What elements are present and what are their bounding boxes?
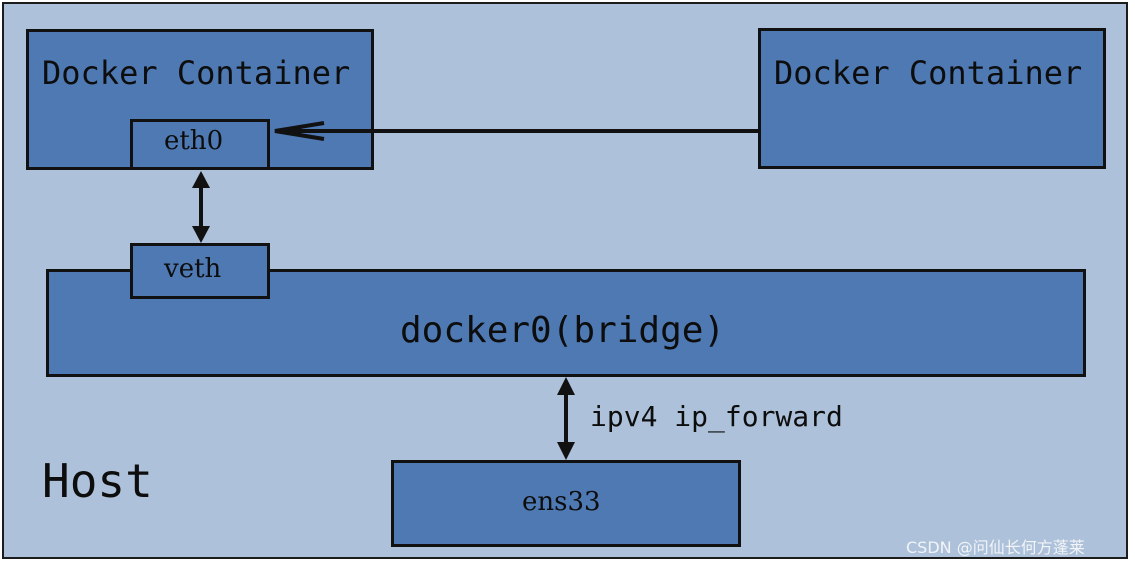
eth0-veth-arrow <box>192 171 210 243</box>
ens33-interface <box>391 460 741 547</box>
host-label: Host <box>42 454 153 508</box>
ip-forward-label: ipv4 ip_forward <box>590 400 843 433</box>
container-link-arrow <box>274 121 758 141</box>
ens33-label: ens33 <box>522 487 601 517</box>
bridge-ens33-arrow <box>557 377 575 460</box>
container-right-title: Docker Container <box>774 54 1083 92</box>
container-left-title: Docker Container <box>42 54 351 92</box>
watermark: CSDN @问仙长何方蓬莱 <box>906 538 1085 557</box>
eth0-interface <box>130 119 270 170</box>
docker-container-right <box>758 28 1106 169</box>
eth0-label: eth0 <box>164 126 224 156</box>
veth-label: veth <box>164 254 222 284</box>
bridge-label: docker0(bridge) <box>400 310 726 351</box>
veth-interface <box>130 243 270 299</box>
